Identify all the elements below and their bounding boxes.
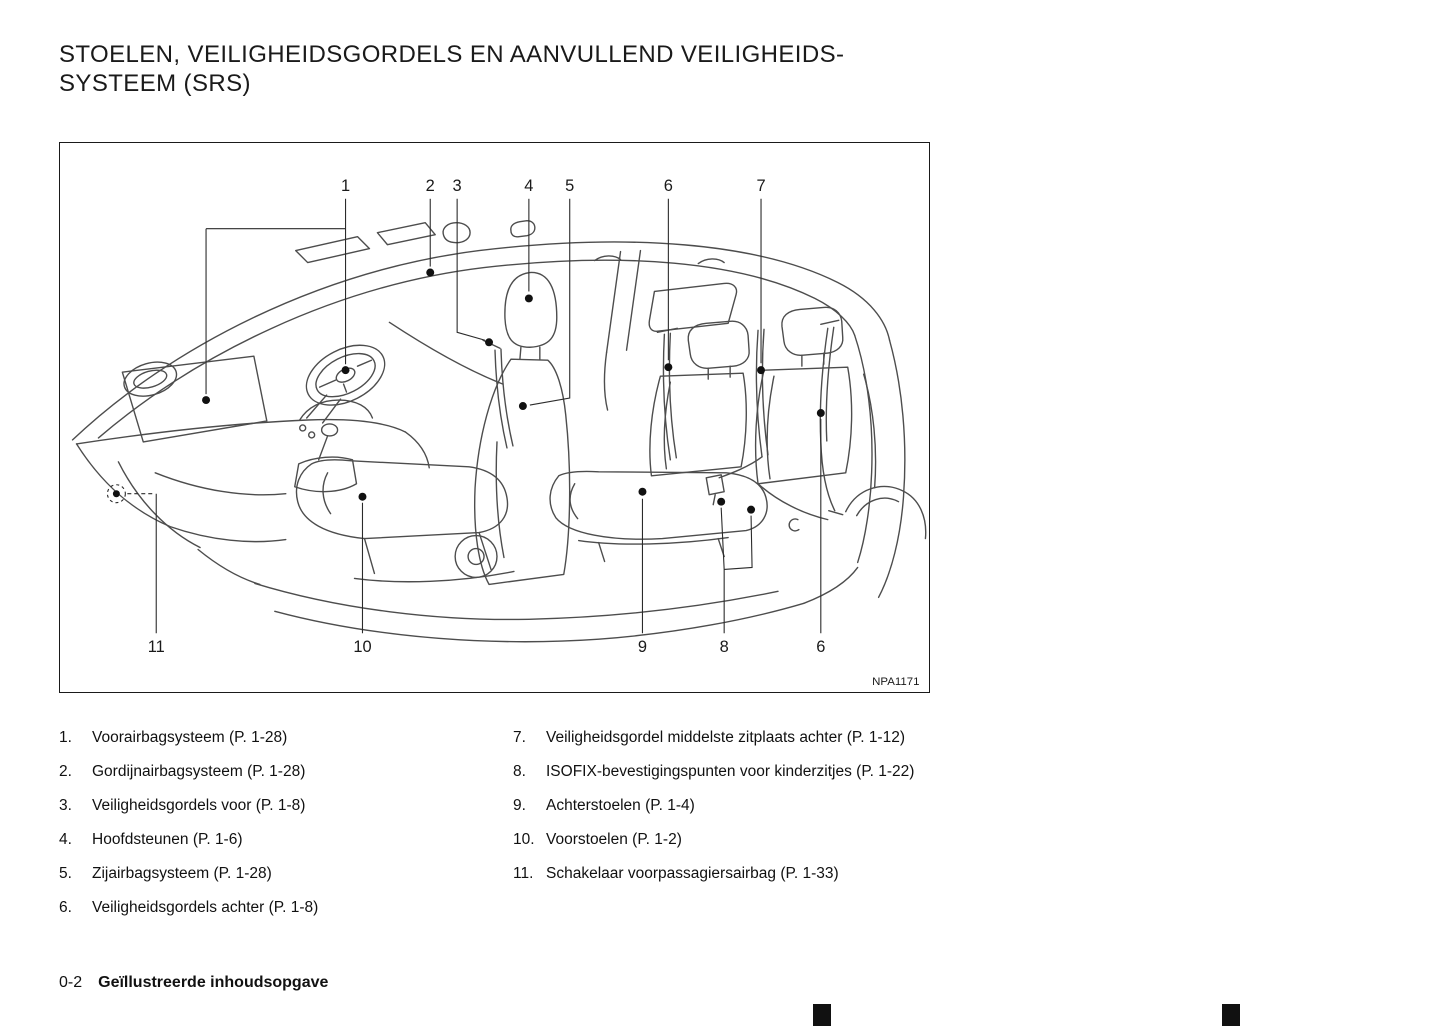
legend-item-number: 2. <box>59 763 72 780</box>
callout-number-2: 2 <box>426 177 435 195</box>
legend-item-number: 6. <box>59 899 72 916</box>
legend-item-9: 9. Achterstoelen (P. 1-4) <box>513 795 915 817</box>
callout-dots <box>112 268 825 514</box>
page-footer: 0-2 Geïllustreerde inhoudsopgave <box>59 973 328 993</box>
legend-item-number: 9. <box>513 797 526 814</box>
callout-number-4: 4 <box>524 177 533 195</box>
legend-item-text: Veiligheidsgordel middelste zitplaats ac… <box>546 729 905 746</box>
callout-number-11: 11 <box>148 638 165 656</box>
legend-item-number: 1. <box>59 729 72 746</box>
legend-item-2: 2. Gordijnairbagsysteem (P. 1-28) <box>59 761 489 783</box>
legend-item-5: 5. Zijairbagsysteem (P. 1-28) <box>59 863 489 885</box>
legend-item-number: 5. <box>59 865 72 882</box>
legend-item-11: 11. Schakelaar voorpassagiersairbag (P. … <box>513 863 915 885</box>
page-tab-marker <box>1222 1004 1240 1026</box>
legend-item-text: Schakelaar voorpassagiersairbag (P. 1-33… <box>546 865 839 882</box>
legend-item-text: Achterstoelen (P. 1-4) <box>546 797 695 814</box>
legend-item-text: Voorstoelen (P. 1-2) <box>546 831 682 848</box>
page-tab-marker <box>813 1004 831 1026</box>
legend-item-number: 7. <box>513 729 526 746</box>
legend-item-text: Voorairbagsysteem (P. 1-28) <box>92 729 288 746</box>
legend-item-number: 8. <box>513 763 526 780</box>
figure-box: 1 2 3 4 5 6 7 11 10 9 8 6 NPA1171 <box>59 142 930 693</box>
callout-number-6-bottom: 6 <box>816 638 825 656</box>
callout-number-7: 7 <box>756 177 765 195</box>
legend-column-right: 7. Veiligheidsgordel middelste zitplaats… <box>513 727 915 897</box>
callout-numbers: 1 2 3 4 5 6 7 11 10 9 8 6 <box>148 177 826 656</box>
callout-number-8: 8 <box>720 638 729 656</box>
legend-item-text: Zijairbagsysteem (P. 1-28) <box>92 865 272 882</box>
callout-leader-lines <box>106 198 822 634</box>
legend-item-number: 3. <box>59 797 72 814</box>
callout-number-6-top: 6 <box>664 177 673 195</box>
legend-column-left: 1. Voorairbagsysteem (P. 1-28) 2. Gordij… <box>59 727 489 931</box>
callout-number-1: 1 <box>341 177 350 195</box>
legend-item-7: 7. Veiligheidsgordel middelste zitplaats… <box>513 727 915 749</box>
legend-item-text: Veiligheidsgordels achter (P. 1-8) <box>92 899 319 916</box>
legend-item-text: ISOFIX-bevestigingspunten voor kinderzit… <box>546 763 915 780</box>
callout-number-10: 10 <box>353 638 371 656</box>
legend-item-text: Gordijnairbagsysteem (P. 1-28) <box>92 763 306 780</box>
legend-item-number: 11. <box>513 865 534 882</box>
legend-item-text: Hoofdsteunen (P. 1-6) <box>92 831 243 848</box>
legend-item-number: 10. <box>513 831 535 848</box>
callout-number-9: 9 <box>638 638 647 656</box>
callout-number-3: 3 <box>453 177 462 195</box>
footer-page-number: 0-2 <box>59 974 83 991</box>
legend-item-6: 6. Veiligheidsgordels achter (P. 1-8) <box>59 897 489 919</box>
figure-id-label: NPA1171 <box>872 676 919 688</box>
legend-item-1: 1. Voorairbagsysteem (P. 1-28) <box>59 727 489 749</box>
legend-item-10: 10. Voorstoelen (P. 1-2) <box>513 829 915 851</box>
legend-item-4: 4. Hoofdsteunen (P. 1-6) <box>59 829 489 851</box>
legend-item-8: 8. ISOFIX-bevestigingspunten voor kinder… <box>513 761 915 783</box>
car-interior-drawing <box>71 220 927 643</box>
legend-item-3: 3. Veiligheidsgordels voor (P. 1-8) <box>59 795 489 817</box>
legend-item-text: Veiligheidsgordels voor (P. 1-8) <box>92 797 306 814</box>
callout-number-5: 5 <box>565 177 574 195</box>
footer-section-title: Geïllustreerde inhoudsopgave <box>98 974 329 991</box>
car-interior-figure: 1 2 3 4 5 6 7 11 10 9 8 6 NPA1171 <box>71 177 927 688</box>
legend-item-number: 4. <box>59 831 72 848</box>
page-title: STOELEN, VEILIGHEIDSGORDELS EN AANVULLEN… <box>59 41 845 97</box>
